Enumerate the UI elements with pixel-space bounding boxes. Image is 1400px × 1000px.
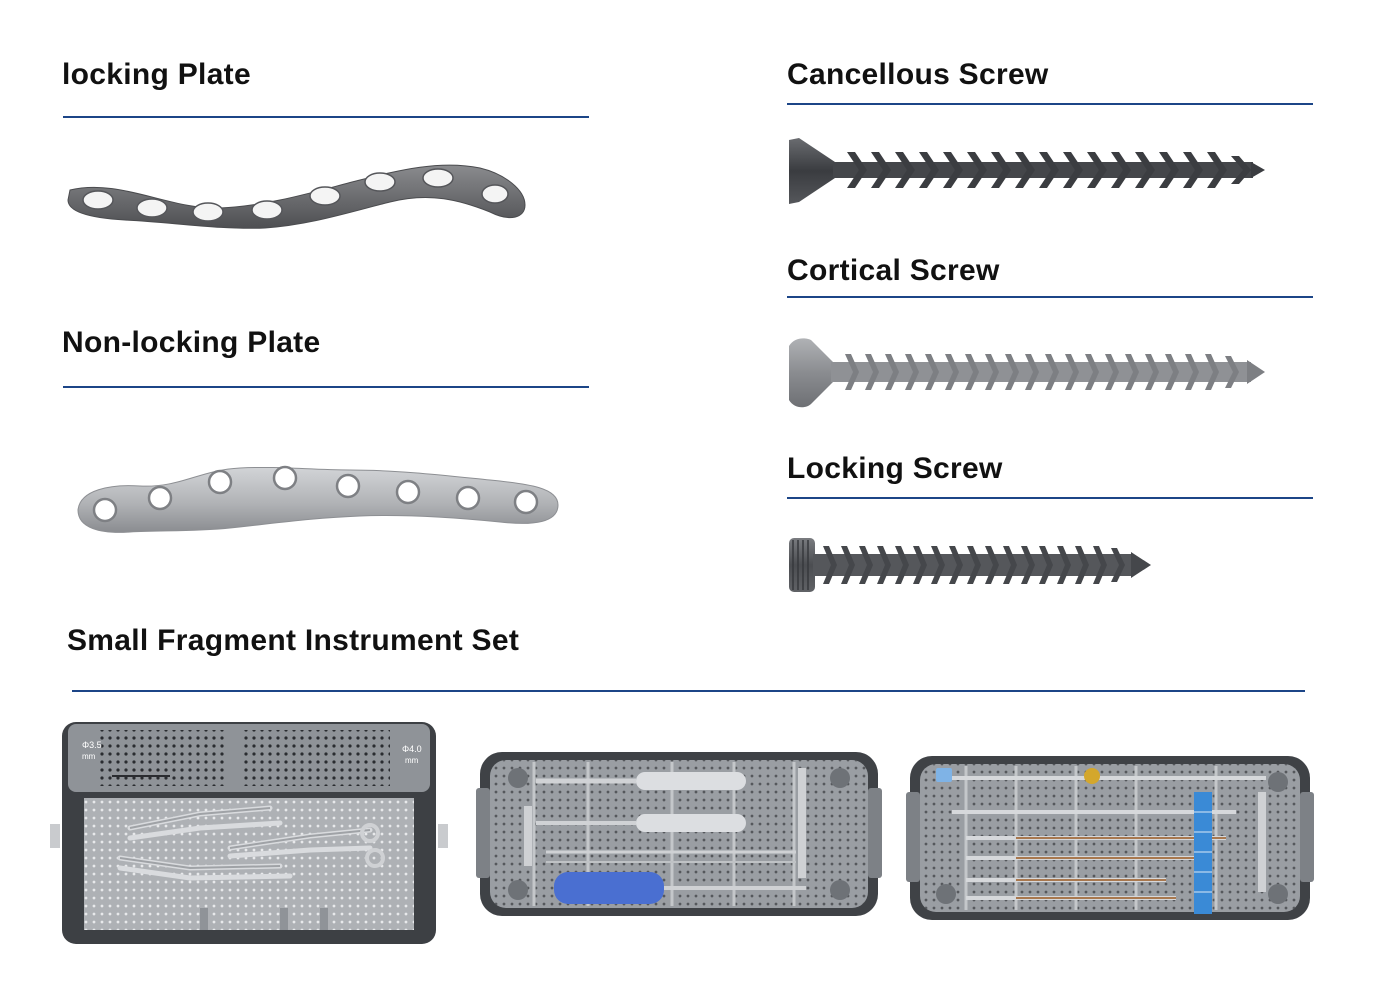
section-title-non-locking-plate: Non-locking Plate xyxy=(62,326,321,359)
section-divider xyxy=(787,103,1313,105)
section-title-instrument-set: Small Fragment Instrument Set xyxy=(67,624,520,657)
section-divider xyxy=(72,690,1305,692)
svg-text:mm: mm xyxy=(82,752,96,761)
svg-text:mm: mm xyxy=(405,756,419,765)
section-title-locking-plate: locking Plate xyxy=(62,58,251,91)
instrument-tray-drivers-image xyxy=(476,748,886,920)
section-title-cortical-screw: Cortical Screw xyxy=(787,254,1000,287)
locking-plate-image xyxy=(60,150,540,250)
non-locking-plate-image xyxy=(70,450,570,550)
instrument-tray-box-image: Φ3.5 mm Φ4.0 mm xyxy=(50,718,450,950)
locking-screw-image xyxy=(785,532,1165,598)
instrument-tray-drills-image xyxy=(906,752,1314,924)
section-divider xyxy=(787,497,1313,499)
section-title-locking-screw: Locking Screw xyxy=(787,452,1003,485)
section-title-cancellous-screw: Cancellous Screw xyxy=(787,58,1049,91)
section-divider xyxy=(787,296,1313,298)
tray-label-left: Φ3.5 xyxy=(82,740,102,750)
tray-label-right: Φ4.0 xyxy=(402,744,422,754)
cancellous-screw-image xyxy=(785,132,1275,212)
section-divider xyxy=(63,386,589,388)
section-divider xyxy=(63,116,589,118)
cortical-screw-image xyxy=(785,332,1275,414)
